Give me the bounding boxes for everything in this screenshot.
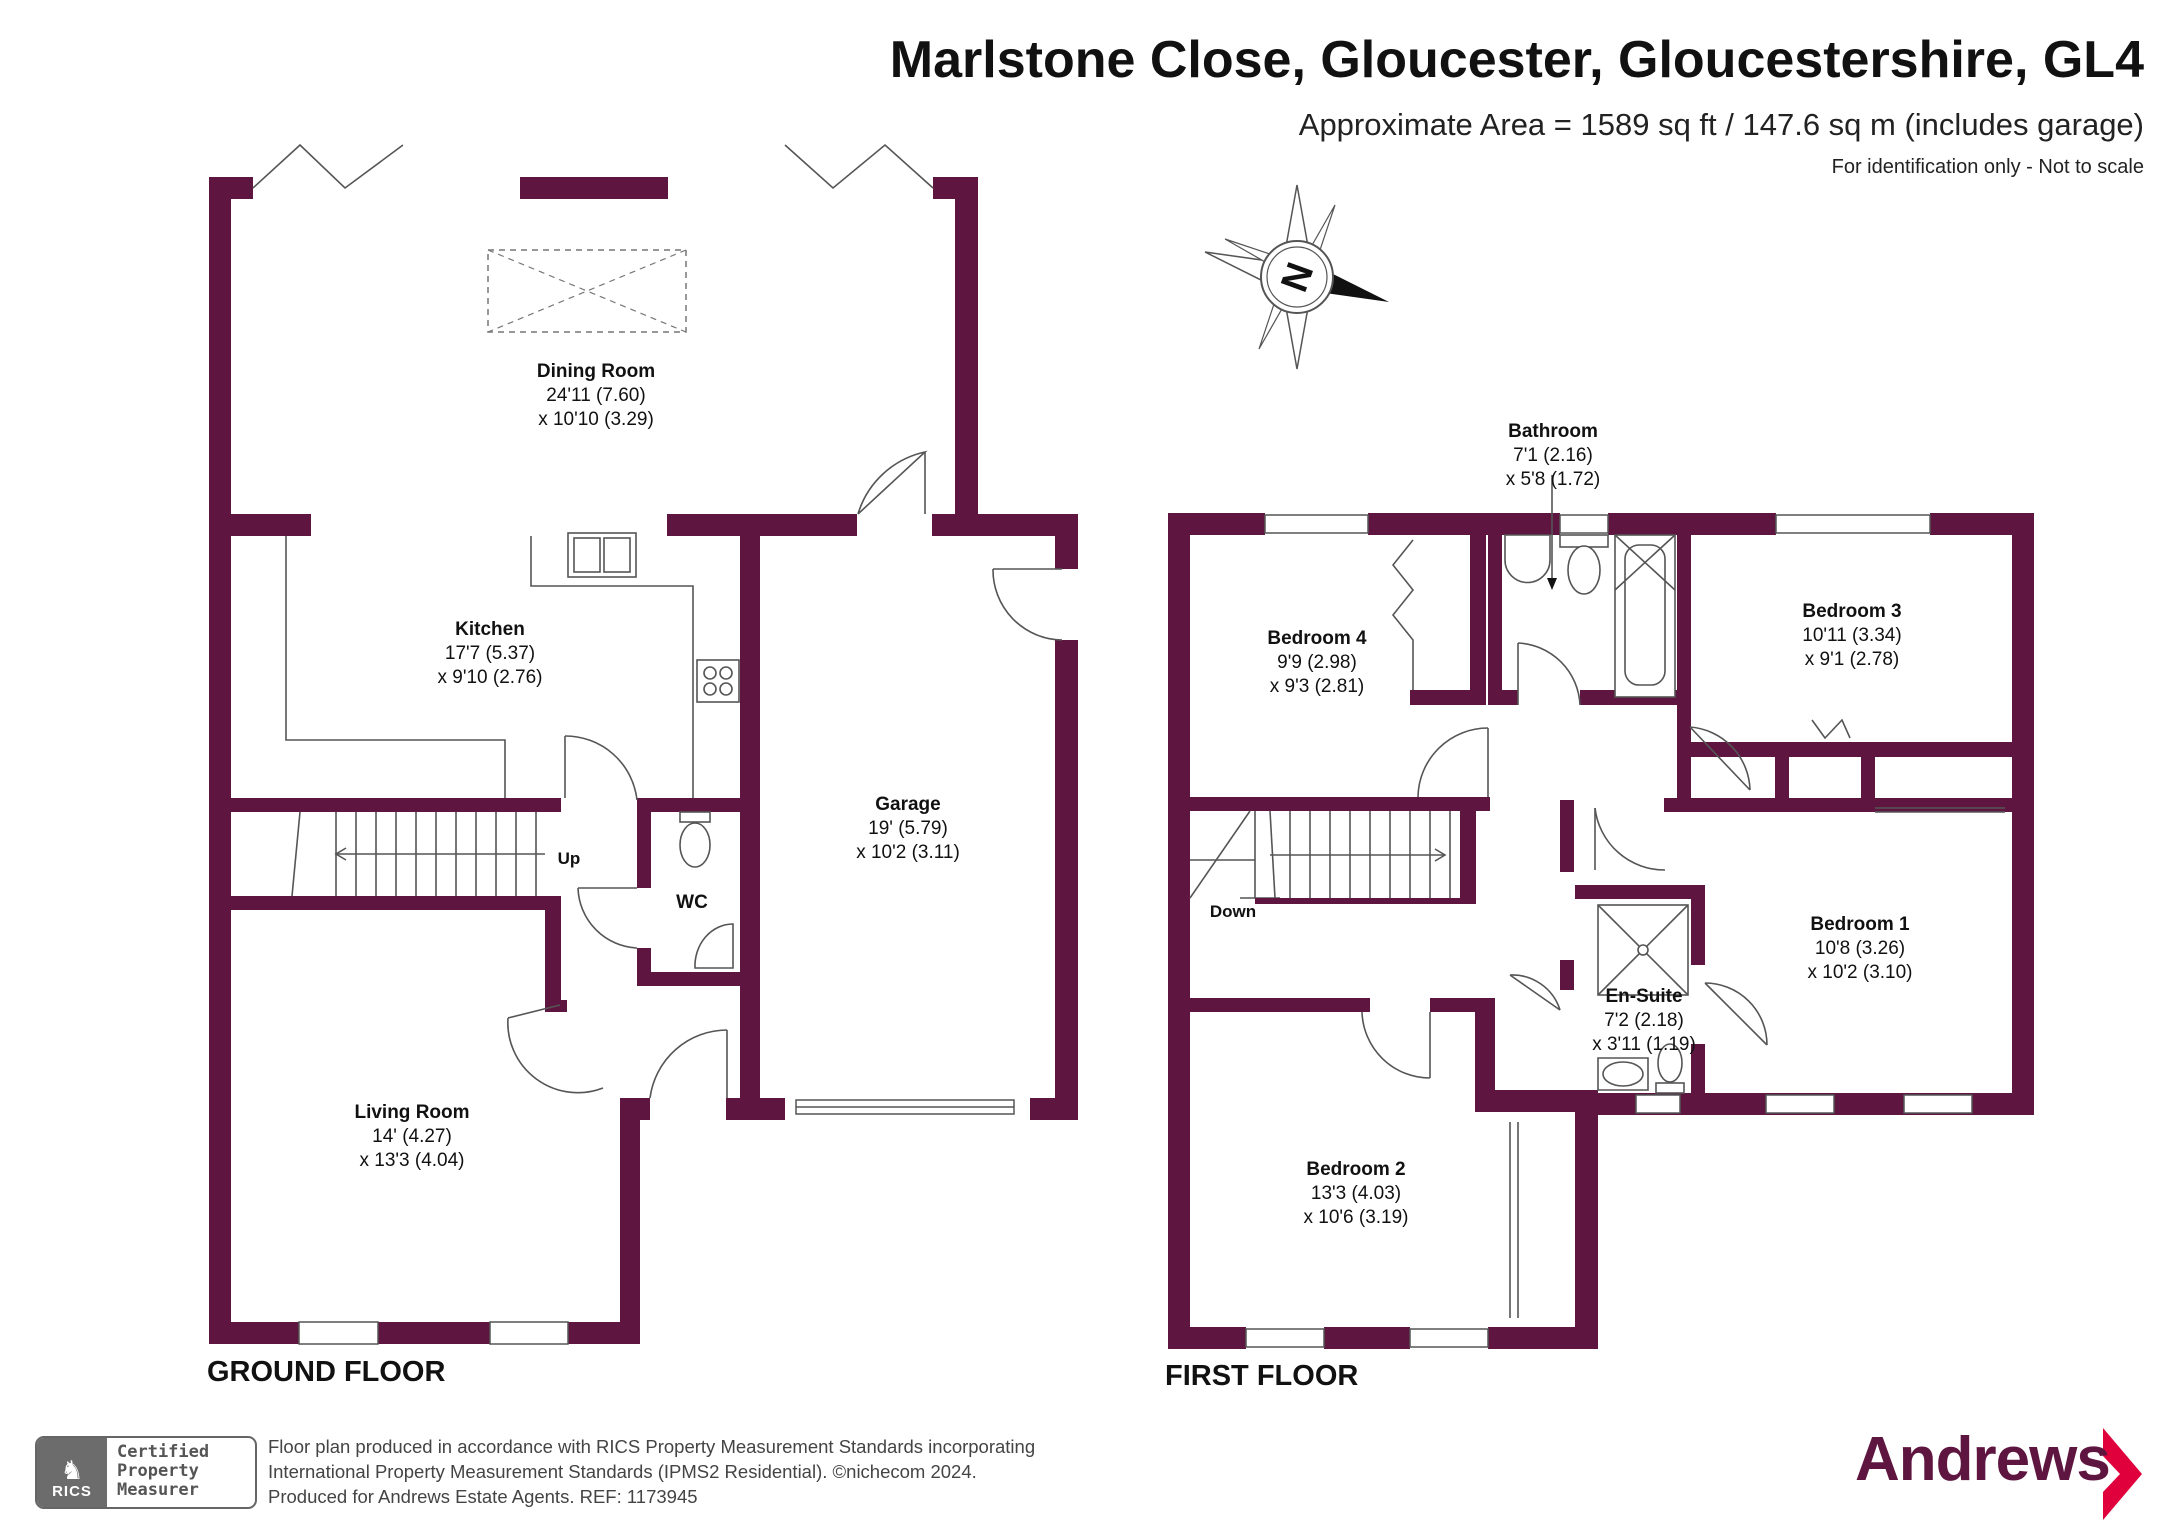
dining-room-dim2: x 10'10 (3.29) (538, 409, 654, 430)
garage-dim1: 19' (5.79) (868, 818, 948, 839)
andrews-logo: Andrews (1855, 1425, 2111, 1494)
scale-disclaimer: For identification only - Not to scale (1831, 156, 2144, 178)
dining-room-name: Dining Room (537, 361, 655, 382)
ground-floor-openings (252, 143, 1015, 1345)
bedroom2-dim1: 13'3 (4.03) (1311, 1183, 1401, 1204)
first-floor-stairs (1189, 797, 1476, 904)
garage-name: Garage (875, 794, 940, 815)
rics-line3: Measurer (117, 1480, 199, 1500)
dining-room-dim1: 24'11 (7.60) (546, 385, 645, 406)
garage-dim2: x 10'2 (3.11) (856, 842, 960, 863)
bedroom2-dim2: x 10'6 (3.19) (1303, 1207, 1408, 1228)
footer-line2: International Property Measurement Stand… (268, 1461, 977, 1482)
property-address-title: Marlstone Close, Gloucester, Gloucesters… (889, 31, 2144, 89)
rics-badge-text: RICS (52, 1483, 92, 1500)
bathroom-dim1: 7'1 (2.16) (1513, 445, 1593, 466)
kitchen-dim1: 17'7 (5.37) (445, 643, 535, 664)
first-floor-room-labels: Bathroom 7'1 (2.16) x 5'8 (1.72) Bedroom… (1210, 421, 1913, 1228)
bedroom2-name: Bedroom 2 (1306, 1159, 1405, 1180)
bedroom4-dim1: 9'9 (2.98) (1277, 652, 1357, 673)
ensuite-dim1: 7'2 (2.18) (1604, 1010, 1684, 1031)
first-floor-label: FIRST FLOOR (1165, 1360, 1359, 1392)
rics-line2: Property (117, 1461, 199, 1481)
ground-floor-doors (507, 450, 1063, 1099)
ensuite-dim2: x 3'11 (1.19) (1592, 1034, 1696, 1055)
bedroom4-dim2: x 9'3 (2.81) (1270, 676, 1364, 697)
ground-floor-walls (209, 177, 1078, 1344)
rics-certified-badge: ♞ RICS Certified Property Measurer (35, 1436, 257, 1509)
rics-lion-icon: ♞ (60, 1455, 84, 1485)
stairs-up-label: Up (558, 849, 581, 868)
living-room-dim1: 14' (4.27) (372, 1126, 452, 1147)
ensuite-name: En-Suite (1605, 986, 1682, 1007)
bathroom-name: Bathroom (1508, 421, 1598, 442)
stairs-down-label: Down (1210, 902, 1256, 921)
bedroom3-dim1: 10'11 (3.34) (1802, 625, 1901, 646)
rics-line1: Certified (117, 1442, 210, 1462)
first-floor-doors (1361, 642, 1768, 1079)
footer-disclaimer: Floor plan produced in accordance with R… (268, 1434, 1035, 1509)
brand-chevron-icon (2103, 1428, 2142, 1520)
ground-floor-label: GROUND FLOOR (207, 1356, 446, 1388)
kitchen-dim2: x 9'10 (2.76) (437, 667, 542, 688)
living-room-dim2: x 13'3 (4.04) (359, 1150, 464, 1171)
ground-floor-fixtures (285, 532, 740, 969)
approximate-area: Approximate Area = 1589 sq ft / 147.6 sq… (1298, 107, 2144, 142)
bedroom4-name: Bedroom 4 (1267, 628, 1367, 649)
bedroom3-dim2: x 9'1 (2.78) (1805, 649, 1899, 670)
bedroom1-name: Bedroom 1 (1810, 914, 1910, 935)
first-floor-fixtures (1189, 475, 1851, 1094)
kitchen-name: Kitchen (455, 619, 525, 640)
bathroom-dim2: x 5'8 (1.72) (1506, 469, 1600, 490)
ground-floor-room-labels: Dining Room 24'11 (7.60) x 10'10 (3.29) … (354, 361, 959, 1171)
bedroom3-name: Bedroom 3 (1802, 601, 1901, 622)
living-room-name: Living Room (354, 1102, 469, 1123)
compass-rose-icon: N (1204, 184, 1389, 370)
footer-line3: Produced for Andrews Estate Agents. REF:… (268, 1486, 698, 1507)
bedroom1-dim2: x 10'2 (3.10) (1807, 962, 1912, 983)
bedroom1-dim1: 10'8 (3.26) (1815, 938, 1905, 959)
footer-line1: Floor plan produced in accordance with R… (268, 1436, 1036, 1457)
ground-stairs (291, 811, 545, 897)
first-floor-openings (1245, 514, 2005, 1348)
rics-logo: ♞ RICS (37, 1438, 107, 1507)
wc-name: WC (676, 892, 708, 913)
